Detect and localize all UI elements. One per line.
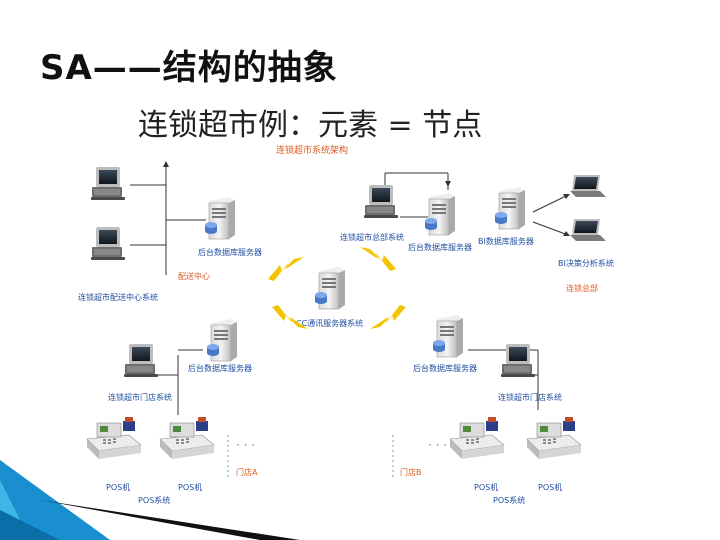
server-tower-icon (493, 185, 527, 231)
lightning-link-icon (358, 245, 398, 275)
server-tower-icon (203, 195, 237, 241)
ellipsis-right: · · · (428, 438, 448, 452)
pos-label: POS机 (106, 483, 131, 492)
cash-register-icon (83, 415, 143, 461)
desktop-computer-icon (90, 165, 130, 201)
pos-label: POS机 (178, 483, 203, 492)
server-tower-icon (431, 313, 465, 359)
cc-server-label: CC通讯服务器系统 (296, 319, 364, 328)
bi-server-label: BI数据库服务器 (478, 237, 534, 246)
laptop-icon (568, 217, 608, 243)
hq-db-server-label: 后台数据库服务器 (408, 243, 472, 252)
figure-caption: 连锁超市例：元素 = 节点 (138, 108, 483, 143)
cash-register-icon (446, 415, 506, 461)
pos-system-label-right: POS系统 (493, 496, 526, 505)
desktop-computer-icon (500, 342, 540, 378)
distribution-center-label: 配送中心 (178, 272, 210, 281)
pos-label: POS机 (538, 483, 563, 492)
lightning-link-icon (368, 301, 408, 331)
store-a-label: 门店A (236, 468, 258, 477)
desktop-computer-icon (123, 342, 163, 378)
headquarters-label: 连锁总部 (566, 284, 598, 293)
pos-label: POS机 (474, 483, 499, 492)
store-system-label-right: 连锁超市门店系统 (498, 393, 562, 402)
store-system-label-left: 连锁超市门店系统 (108, 393, 172, 402)
slide-title: SA——结构的抽象 (40, 48, 338, 88)
desktop-computer-icon (363, 183, 403, 219)
system-architecture-header: 连锁超市系统架构 (276, 146, 349, 156)
distribution-center-system-label: 连锁超市配送中心系统 (78, 293, 158, 302)
store-db-server-label-right: 后台数据库服务器 (413, 364, 477, 373)
pos-system-label-left: POS系统 (138, 496, 171, 505)
bi-system-label: BI决策分析系统 (558, 259, 614, 268)
server-tower-icon (423, 191, 457, 237)
server-tower-icon (313, 265, 347, 311)
desktop-computer-icon (90, 225, 130, 261)
lightning-link-icon (270, 301, 310, 331)
db-server-label: 后台数据库服务器 (198, 248, 262, 257)
corner-decoration (0, 460, 300, 540)
cash-register-icon (523, 415, 583, 461)
hq-system-label: 连锁超市总部系统 (340, 233, 404, 242)
connection-lines (130, 161, 570, 480)
architecture-diagram: 连锁超市系统架构 后台数据库服务器 配送中心 连锁超市配送中心系统 连锁超市总部… (38, 95, 618, 505)
store-b-label: 门店B (400, 468, 422, 477)
lightning-link-icon (266, 255, 306, 285)
server-tower-icon (205, 317, 239, 363)
ellipsis-left: · · · (236, 438, 256, 452)
store-db-server-label-left: 后台数据库服务器 (188, 364, 252, 373)
laptop-icon (568, 173, 608, 199)
cash-register-icon (156, 415, 216, 461)
